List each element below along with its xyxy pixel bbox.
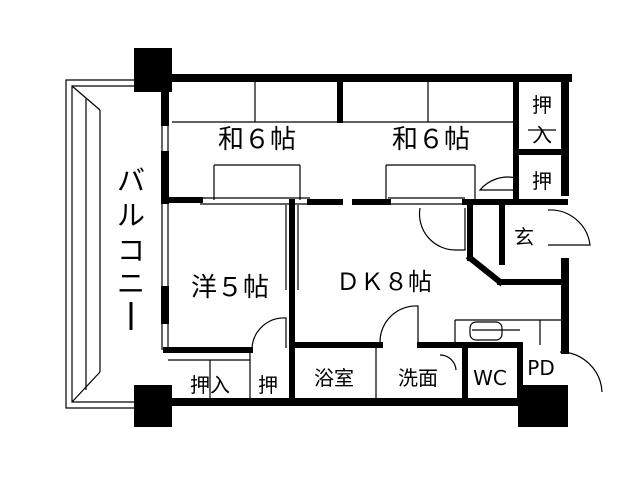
closet-label-oshiire-top-2: 入	[532, 123, 552, 147]
exterior-walls	[161, 74, 572, 406]
closet-label-oshiire-bottom: 押入	[190, 373, 230, 397]
room-label-washroom: 洗面	[398, 366, 438, 390]
closet-label-oshi-top-small: 押	[532, 169, 552, 193]
room-label-bath: 浴室	[314, 366, 354, 390]
balcony-label-2: ル	[117, 199, 145, 232]
balcony	[65, 79, 136, 409]
room-label-washitsu-right: 和６帖	[392, 125, 470, 155]
closet-label-oshi-bottom-small: 押	[258, 373, 278, 397]
balcony-label-3: コ	[117, 234, 145, 267]
balcony-label-1: バ	[117, 164, 145, 197]
room-label-dk: ＤＫ８帖	[336, 268, 432, 296]
closet-label-oshiire-top-1: 押	[532, 93, 552, 117]
room-label-youshitsu: 洋５帖	[191, 273, 269, 303]
kitchen-sink-icon	[469, 321, 503, 341]
room-label-entrance: 玄	[514, 225, 534, 249]
room-label-wc: WC	[473, 366, 507, 390]
windows	[161, 122, 169, 350]
structural-columns	[134, 48, 568, 427]
balcony-label-4: ニ	[117, 267, 145, 300]
thin-lines	[168, 82, 565, 402]
room-label-pd: PD	[527, 356, 554, 380]
room-label-washitsu-left: 和６帖	[218, 125, 296, 155]
interior-walls	[162, 77, 568, 405]
door-swings	[251, 176, 603, 393]
